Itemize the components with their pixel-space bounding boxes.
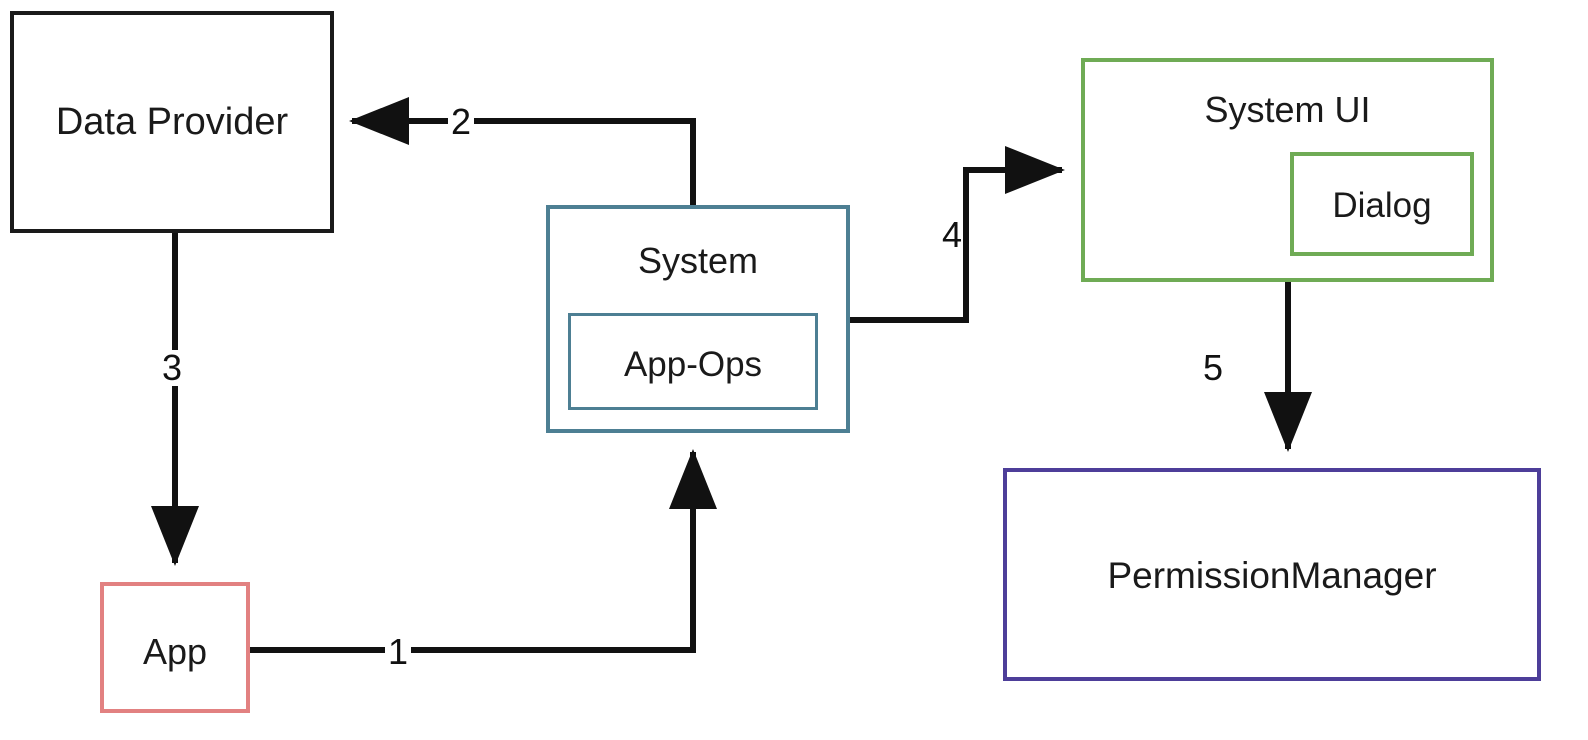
node-app[interactable] [100, 582, 250, 713]
node-data-provider[interactable] [10, 11, 334, 233]
edge-4-path [850, 146, 1065, 323]
edge-label-4: 4 [942, 214, 963, 255]
node-dialog-label: Dialog [1332, 186, 1432, 225]
edge-label-5: 5 [1203, 347, 1224, 388]
edge-1-path [250, 449, 717, 653]
edge-2-path [349, 97, 696, 205]
node-system-ui-label: System UI [1204, 89, 1371, 130]
node-app-ops-label: App-Ops [623, 345, 763, 384]
edge-label-2: 2 [448, 104, 475, 140]
node-app-ops[interactable] [568, 313, 818, 410]
node-permission-manager-label: PermissionManager [1107, 555, 1437, 596]
node-permission-manager[interactable] [1003, 468, 1541, 681]
edge-label-3: 3 [159, 350, 186, 386]
node-system-label: System [637, 240, 759, 281]
edge-label-1: 1 [385, 634, 412, 670]
node-dialog[interactable] [1290, 152, 1474, 256]
node-data-provider-label: Data Provider [55, 101, 289, 143]
node-app-label: App [142, 631, 208, 672]
